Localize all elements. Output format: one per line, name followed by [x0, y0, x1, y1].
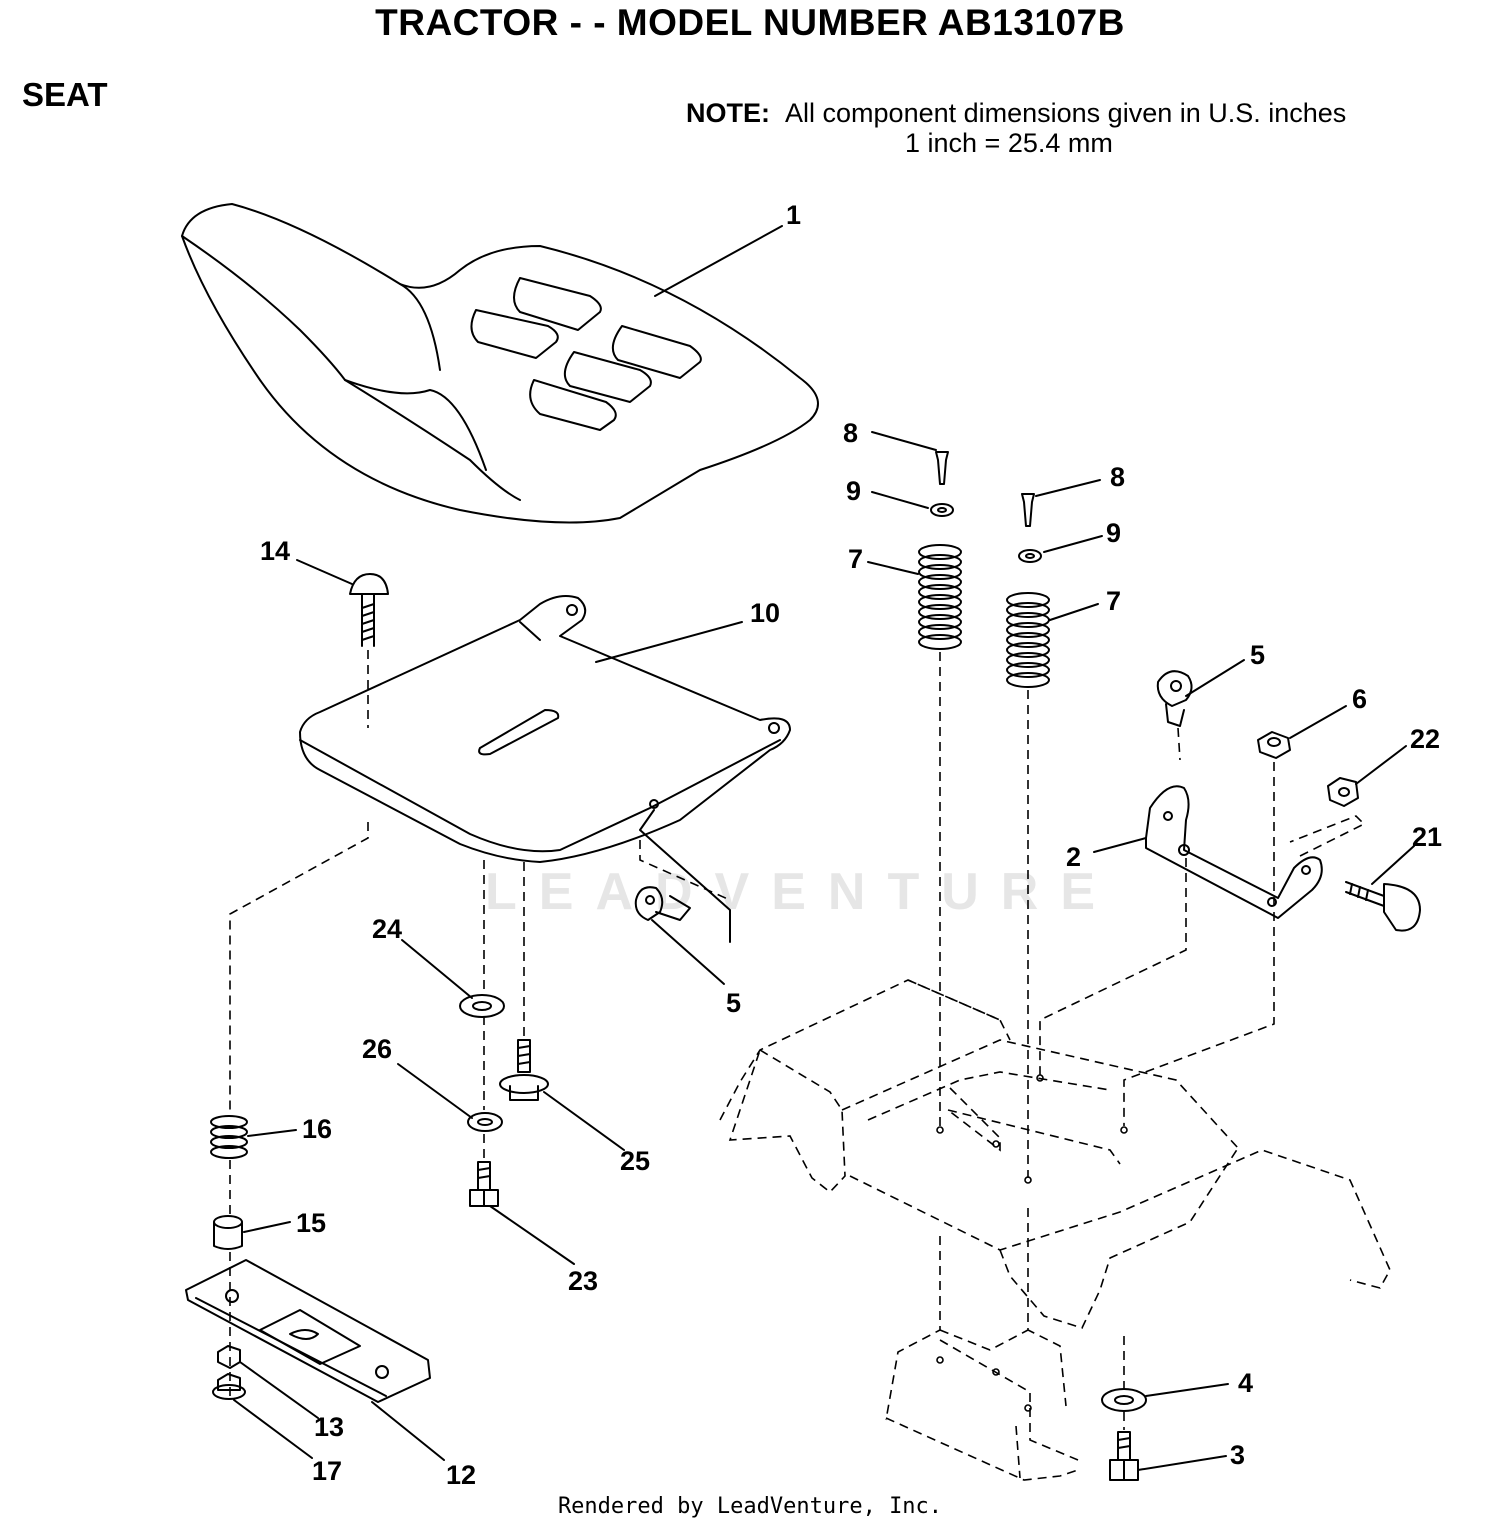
note-text: All component dimensions given in U.S. i…	[785, 98, 1347, 128]
nut-22	[1327, 777, 1359, 807]
bolt-21	[1345, 881, 1421, 932]
callout-17: 17	[312, 1456, 342, 1486]
watermark-text: LEADVENTURE	[485, 863, 1118, 921]
assembly-lines	[229, 650, 1391, 1481]
callout-15: 15	[296, 1208, 326, 1238]
seat-cushion	[181, 203, 819, 524]
callout-9-left: 9	[846, 476, 861, 506]
lock-washer-26	[467, 1112, 503, 1132]
washer-9-left	[930, 503, 954, 517]
callout-25: 25	[620, 1146, 650, 1176]
screw-8-right	[1021, 493, 1035, 527]
seat-pan	[299, 595, 791, 943]
bracket-2	[1145, 785, 1323, 919]
page-title: TRACTOR - - MODEL NUMBER AB13107B	[375, 2, 1125, 43]
washer-24	[459, 994, 505, 1018]
callout-1: 1	[786, 200, 801, 230]
callout-6: 6	[1352, 684, 1367, 714]
callout-2: 2	[1066, 842, 1081, 872]
nut-6	[1257, 731, 1291, 759]
callout-14: 14	[260, 536, 290, 566]
callout-13: 13	[314, 1412, 344, 1442]
leader-lines	[233, 225, 1415, 1471]
callout-7-right: 7	[1106, 586, 1121, 616]
note-conversion: 1 inch = 25.4 mm	[905, 128, 1113, 158]
bolt-3	[1109, 1431, 1139, 1481]
callout-5-right: 5	[1250, 640, 1265, 670]
spring-7-right	[1006, 592, 1050, 688]
spring-7-left	[918, 544, 962, 650]
washer-4	[1101, 1388, 1147, 1412]
callout-7-left: 7	[848, 544, 863, 574]
note-label: NOTE:	[686, 98, 770, 128]
footer-credit: Rendered by LeadVenture, Inc.	[557, 1494, 943, 1519]
callout-8-right: 8	[1110, 462, 1125, 492]
plate-12	[185, 1259, 431, 1403]
section-title: SEAT	[22, 76, 108, 113]
callout-5-left: 5	[726, 988, 741, 1018]
clip-5-left	[634, 886, 691, 921]
callout-16: 16	[302, 1114, 332, 1144]
callout-12: 12	[446, 1460, 476, 1490]
clip-5-right	[1156, 670, 1193, 727]
flange-nut-17	[212, 1373, 246, 1400]
callout-10: 10	[750, 598, 780, 628]
spring-16	[210, 1115, 248, 1159]
screw-8-left	[935, 451, 949, 485]
callout-24: 24	[372, 914, 402, 944]
callout-22: 22	[1410, 724, 1440, 754]
callout-9-right: 9	[1106, 518, 1121, 548]
washer-9-right	[1018, 549, 1042, 563]
spacer-15	[213, 1215, 243, 1250]
nut-13	[217, 1345, 241, 1369]
callout-23: 23	[568, 1266, 598, 1296]
callout-8-left: 8	[843, 418, 858, 448]
note: NOTE: All component dimensions given in …	[686, 98, 1346, 129]
callout-21: 21	[1412, 822, 1442, 852]
callout-26: 26	[362, 1034, 392, 1064]
callout-4: 4	[1238, 1368, 1253, 1398]
carriage-bolt-14	[349, 573, 389, 647]
bolt-23	[469, 1161, 499, 1207]
callout-3: 3	[1230, 1440, 1245, 1470]
tractor-body-outline	[719, 979, 1391, 1481]
bolt-25	[499, 1039, 549, 1101]
